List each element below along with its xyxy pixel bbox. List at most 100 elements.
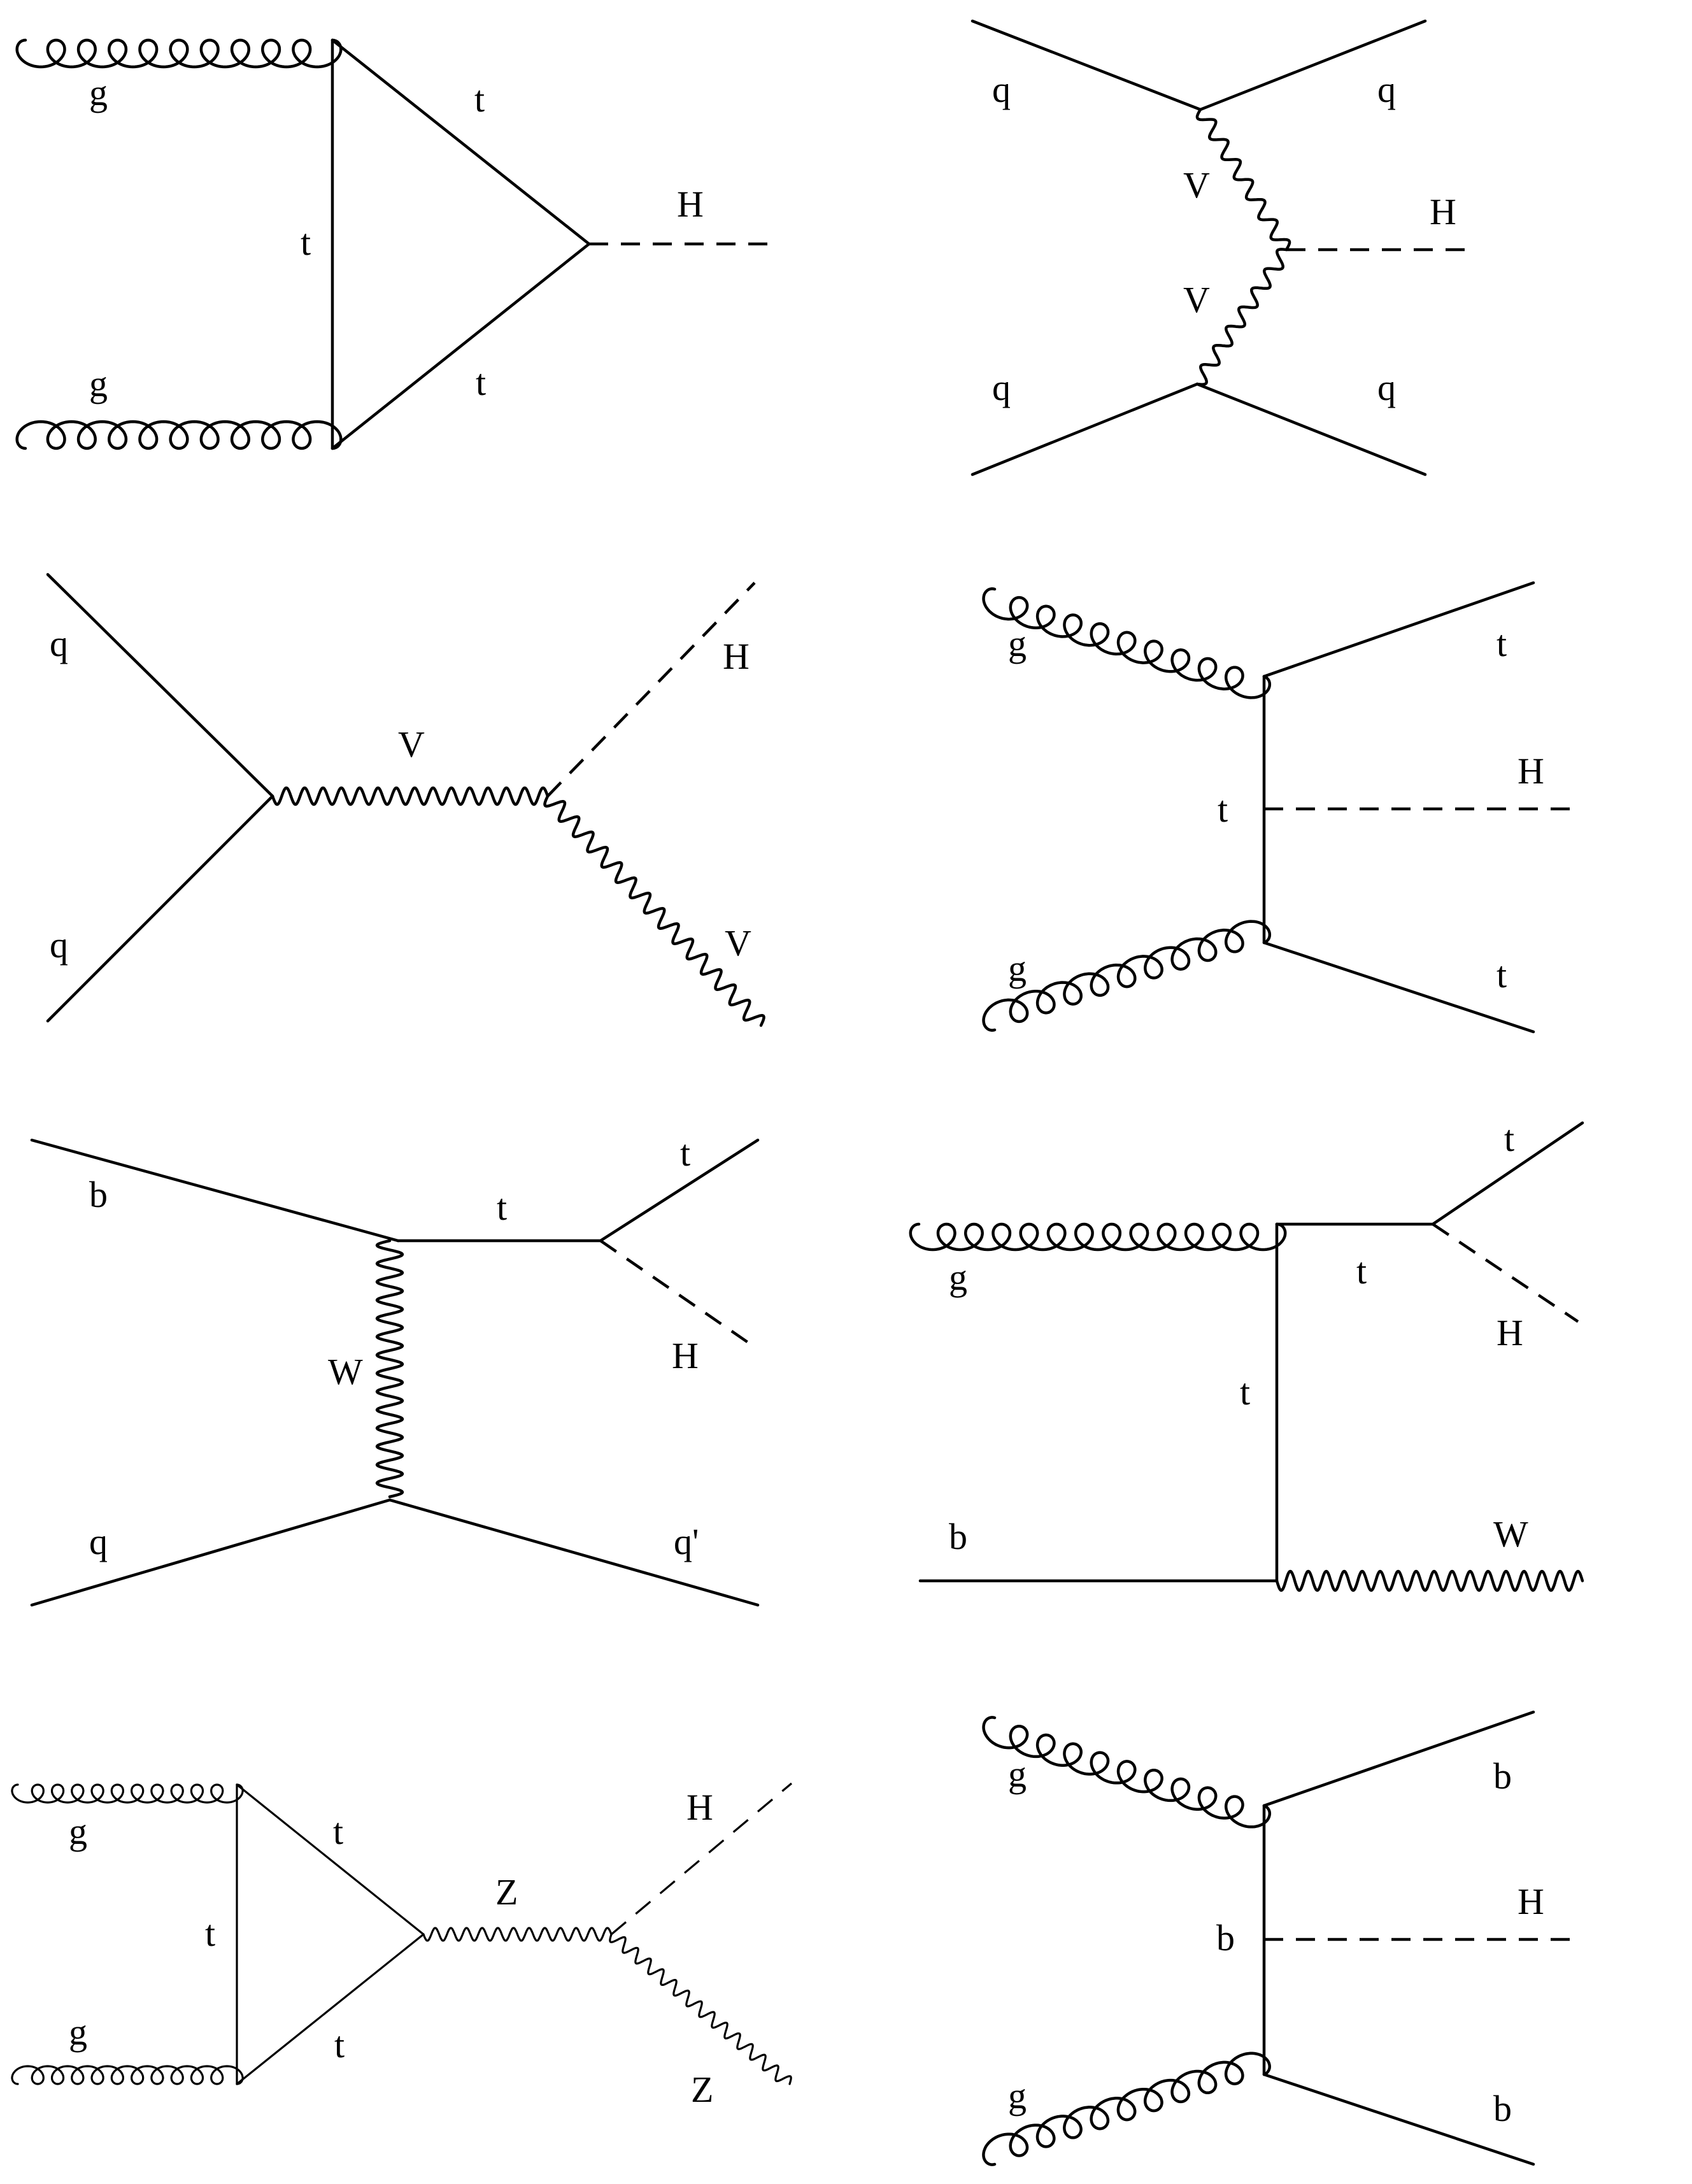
gluon-line-top bbox=[11, 1783, 244, 1804]
label-g-bottom: g bbox=[1008, 2075, 1027, 2116]
gluon-line-bottom bbox=[982, 920, 1272, 1032]
label-t-vertical: t bbox=[1240, 1371, 1250, 1413]
label-t-lower: t bbox=[476, 362, 486, 403]
label-v-top: V bbox=[1183, 164, 1210, 206]
label-q-in-top: q bbox=[992, 69, 1011, 110]
label-higgs: H bbox=[723, 636, 750, 677]
top-loop-line-lower bbox=[331, 242, 591, 450]
vector-boson-line-top bbox=[1195, 108, 1291, 252]
label-higgs: H bbox=[1430, 191, 1456, 232]
bottom-line-out-bottom bbox=[1262, 2073, 1535, 2166]
label-t-left: t bbox=[205, 1913, 215, 1954]
top-loop-line-upper bbox=[331, 38, 591, 246]
label-b-out-bottom: b bbox=[1493, 2088, 1512, 2129]
label-g-in: g bbox=[949, 1257, 967, 1298]
quark-line-top bbox=[46, 573, 274, 798]
gluon-line-bottom bbox=[15, 420, 343, 450]
label-z-propagator: Z bbox=[495, 1871, 518, 1913]
label-q-top: q bbox=[50, 623, 68, 664]
label-g-top: g bbox=[69, 1811, 87, 1852]
higgs-line bbox=[1432, 1223, 1579, 1323]
label-t-propagator: t bbox=[497, 1187, 507, 1228]
label-t-upper: t bbox=[333, 1811, 343, 1852]
label-w-out: W bbox=[1493, 1513, 1528, 1555]
higgs-line bbox=[599, 1239, 751, 1345]
label-g-bottom: g bbox=[69, 2011, 87, 2053]
diagram-higgs-strahlung: q q V H V bbox=[46, 573, 765, 1027]
label-g-top: g bbox=[89, 72, 108, 113]
gluon-line-top bbox=[982, 587, 1272, 699]
label-g-top: g bbox=[1008, 623, 1027, 664]
label-t-horizontal: t bbox=[1356, 1250, 1367, 1292]
label-higgs: H bbox=[686, 1787, 713, 1828]
label-q-out: q' bbox=[674, 1521, 699, 1562]
label-g-bottom: g bbox=[89, 363, 108, 404]
top-loop-line-lower bbox=[236, 1933, 425, 2085]
gluon-line-bottom bbox=[11, 2065, 244, 2085]
label-t-lower: t bbox=[334, 2024, 345, 2066]
diagram-twh: g t t H t b W bbox=[909, 1118, 1584, 1592]
label-higgs: H bbox=[1518, 750, 1544, 792]
diagram-gluon-fusion: g g t t t H bbox=[15, 38, 778, 450]
quark-line-out-bottom bbox=[1195, 382, 1427, 476]
label-t-propagator: t bbox=[1218, 789, 1228, 830]
diagram-vector-boson-fusion: q q V H V q q bbox=[970, 19, 1477, 476]
bottom-quark-line-in bbox=[30, 1138, 400, 1243]
label-t-left: t bbox=[301, 222, 311, 263]
bottom-line-out-top bbox=[1262, 1710, 1535, 1808]
label-q-in: q bbox=[89, 1521, 108, 1562]
w-boson-propagator bbox=[375, 1239, 404, 1499]
label-q-out-top: q bbox=[1377, 69, 1396, 110]
label-b-out-top: b bbox=[1493, 1755, 1512, 1797]
vector-boson-line-bottom bbox=[1195, 248, 1288, 386]
label-b-in: b bbox=[89, 1174, 108, 1215]
label-v-propagator: V bbox=[398, 724, 425, 765]
label-v-bottom: V bbox=[1183, 279, 1210, 320]
label-higgs: H bbox=[677, 183, 704, 225]
top-line-out-top bbox=[1262, 581, 1535, 678]
label-higgs: H bbox=[1518, 1881, 1544, 1922]
label-q-out-bottom: q bbox=[1377, 367, 1396, 408]
label-t-out: t bbox=[1504, 1118, 1514, 1159]
label-b-in: b bbox=[949, 1516, 967, 1557]
gluon-line-top bbox=[982, 1716, 1272, 1829]
label-higgs: H bbox=[1496, 1312, 1523, 1353]
label-q-bottom: q bbox=[50, 924, 68, 966]
higgs-line bbox=[546, 582, 756, 797]
quark-line-out bbox=[388, 1498, 760, 1607]
vector-boson-outgoing bbox=[543, 794, 765, 1027]
diagram-gg-zh: g g t t t Z H Z bbox=[11, 1782, 793, 2110]
label-higgs: H bbox=[672, 1335, 699, 1376]
label-t-upper: t bbox=[474, 78, 485, 120]
diagram-tth: g t t H g t bbox=[982, 581, 1579, 1034]
label-q-in-bottom: q bbox=[992, 367, 1011, 408]
label-w-propagator: W bbox=[328, 1351, 363, 1392]
top-line-out-bottom bbox=[1262, 941, 1535, 1034]
z-boson-propagator bbox=[422, 1927, 613, 1942]
gluon-line-in bbox=[909, 1222, 1287, 1252]
z-boson-outgoing bbox=[609, 1933, 792, 2085]
top-line-out bbox=[599, 1138, 760, 1243]
top-line-out bbox=[1431, 1121, 1584, 1226]
vector-boson-propagator bbox=[271, 786, 550, 806]
gluon-line-top bbox=[15, 38, 343, 69]
label-g-top: g bbox=[1008, 1753, 1027, 1795]
gluon-line-bottom bbox=[982, 2052, 1271, 2166]
label-z-outgoing: Z bbox=[691, 2069, 713, 2110]
quark-line-in bbox=[30, 1498, 392, 1607]
label-t-out: t bbox=[680, 1132, 690, 1174]
label-t-out-top: t bbox=[1496, 623, 1507, 664]
w-boson-line-out bbox=[1275, 1569, 1584, 1592]
label-t-out-bottom: t bbox=[1496, 954, 1507, 996]
quark-line-in-bottom bbox=[970, 382, 1199, 476]
top-loop-line-upper bbox=[236, 1783, 425, 1936]
quark-line-out-top bbox=[1198, 19, 1427, 111]
diagram-th-t-channel: b t t H W q q' bbox=[30, 1132, 760, 1607]
label-g-bottom: g bbox=[1008, 948, 1027, 989]
label-b-propagator: b bbox=[1216, 1917, 1235, 1959]
quark-line-in-top bbox=[970, 19, 1202, 111]
higgs-line bbox=[610, 1782, 793, 1936]
label-v-outgoing: V bbox=[725, 922, 751, 964]
antiquark-line-bottom bbox=[46, 794, 274, 1023]
